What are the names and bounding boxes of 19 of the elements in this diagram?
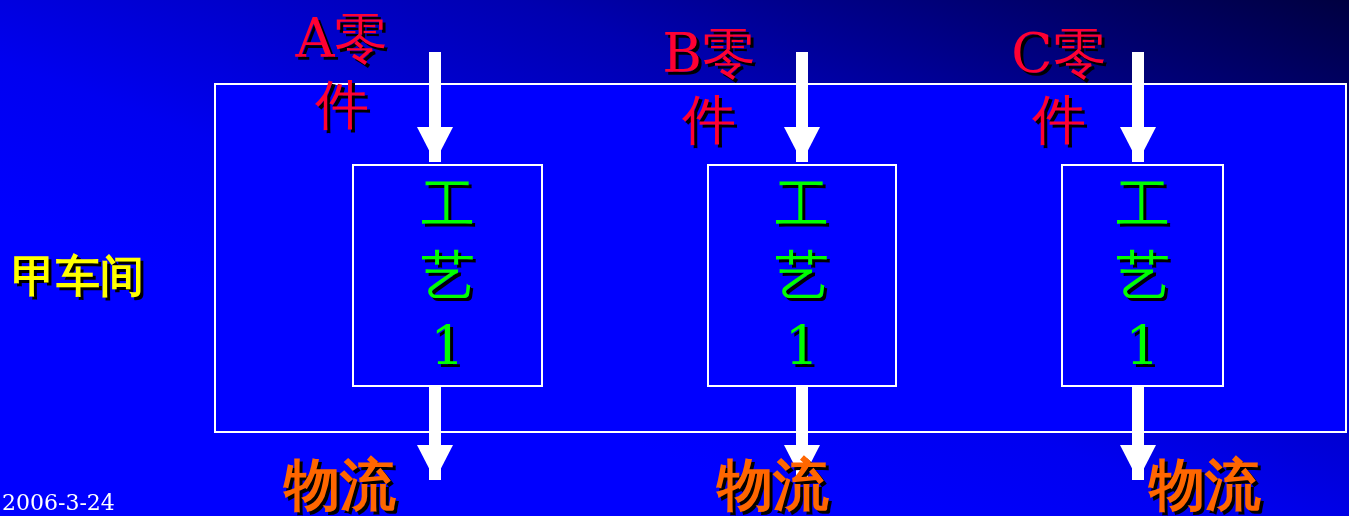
edge-label: A零件 <box>294 6 390 138</box>
process-box <box>1061 164 1224 387</box>
flow-arrow <box>1120 52 1156 162</box>
process-box <box>352 164 543 387</box>
edge-label: 物流 <box>1147 450 1262 516</box>
flow-arrow <box>1120 385 1156 480</box>
process-label: 工艺1 <box>775 171 829 381</box>
date-label: 2006-3-24 <box>2 490 115 515</box>
workshop-label: 甲车间 <box>12 249 144 303</box>
process-label: 工艺1 <box>420 171 475 381</box>
edge-label: B零件 <box>661 21 757 153</box>
edge-label: C零件 <box>1010 21 1108 153</box>
flow-arrow <box>417 52 453 162</box>
flow-arrow <box>417 385 453 480</box>
flow-arrow <box>784 52 820 162</box>
edge-label: 物流 <box>715 450 830 516</box>
edge-label: 物流 <box>282 450 397 516</box>
process-label: 工艺1 <box>1115 171 1170 381</box>
process-box <box>707 164 897 387</box>
